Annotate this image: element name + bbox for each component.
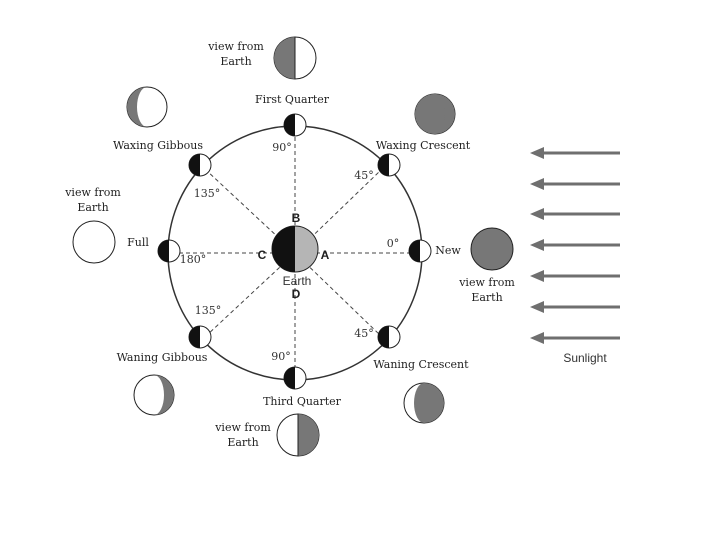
radial-lines <box>176 135 413 371</box>
moon-waning-crescent <box>377 325 401 349</box>
view-moon-waxing-crescent <box>414 93 456 135</box>
label-waning-crescent: Waning Crescent <box>373 358 469 371</box>
view-from-earth-bottom-line1: view from <box>214 421 271 434</box>
view-from-earth-right-line1: view from <box>458 276 515 289</box>
view-moon-waning-crescent <box>403 382 445 424</box>
moon-waxing-crescent <box>377 153 401 177</box>
angle-90-bottom: 90° <box>271 350 291 363</box>
view-from-earth-right-line2: Earth <box>471 291 502 304</box>
orbit-moons <box>157 113 432 390</box>
label-full: Full <box>127 236 149 249</box>
view-from-earth-top-line2: Earth <box>220 55 251 68</box>
label-waxing-crescent: Waxing Crescent <box>376 139 471 152</box>
label-waning-gibbous: Waning Gibbous <box>117 351 208 364</box>
view-moon-third-quarter <box>276 413 320 457</box>
angle-180: 180° <box>180 253 207 266</box>
view-label-left: view from Earth <box>64 186 121 214</box>
angle-45-bottom: 45° <box>354 327 374 340</box>
moon-waning-gibbous <box>188 325 212 349</box>
angle-135-top: 135° <box>194 187 221 200</box>
angle-90-top: 90° <box>272 141 292 154</box>
arrow-5 <box>530 270 620 282</box>
view-moons <box>72 36 514 457</box>
view-from-earth-bottom-line2: Earth <box>227 436 258 449</box>
sunlight-arrows <box>530 147 620 344</box>
moon-new <box>408 239 432 263</box>
view-label-top: view from Earth <box>207 40 264 68</box>
earth-point-d: D <box>292 287 301 301</box>
arrow-2 <box>530 178 620 190</box>
arrow-3 <box>530 208 620 220</box>
angle-135-bottom: 135° <box>195 304 222 317</box>
earth <box>271 225 319 273</box>
view-moon-waxing-gibbous <box>126 86 168 128</box>
earth-point-b: B <box>292 211 301 225</box>
view-label-bottom: view from Earth <box>214 421 271 449</box>
earth-point-a: A <box>321 248 330 262</box>
moon-waxing-gibbous <box>188 153 212 177</box>
view-label-right: view from Earth <box>458 276 515 304</box>
label-third-quarter: Third Quarter <box>263 395 342 408</box>
view-from-earth-left-line1: view from <box>64 186 121 199</box>
moon-third-quarter <box>283 366 307 390</box>
arrow-7 <box>530 332 620 344</box>
view-moon-full <box>72 220 116 264</box>
view-from-earth-left-line2: Earth <box>77 201 108 214</box>
moon-full <box>157 239 181 263</box>
view-moon-first-quarter <box>273 36 317 80</box>
earth-label: Earth <box>283 274 312 288</box>
arrow-4 <box>530 239 620 251</box>
angle-0: 0° <box>387 237 400 250</box>
earth-point-c: C <box>258 248 267 262</box>
moon-first-quarter <box>283 113 307 137</box>
view-moon-new <box>470 227 514 271</box>
label-waxing-gibbous: Waxing Gibbous <box>113 139 203 152</box>
angle-45-top: 45° <box>354 169 374 182</box>
sunlight-label: Sunlight <box>563 351 607 365</box>
view-from-earth-top-line1: view from <box>207 40 264 53</box>
label-first-quarter: First Quarter <box>255 93 330 106</box>
arrow-1 <box>530 147 620 159</box>
arrow-6 <box>530 301 620 313</box>
view-moon-waning-gibbous <box>133 374 175 416</box>
label-new: New <box>435 244 461 257</box>
